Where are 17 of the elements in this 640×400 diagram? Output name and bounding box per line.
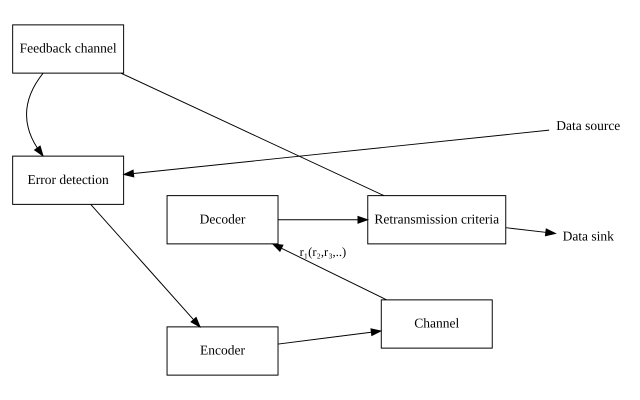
node-box: Feedback channel	[12, 24, 124, 74]
arrow	[278, 216, 370, 224]
node-box: Retransmission criteria	[367, 195, 506, 244]
node-box: Channel	[380, 299, 493, 349]
arrow	[122, 130, 550, 178]
edge-label: r₁(r₂,r₃,..)	[300, 244, 346, 259]
node-box: Encoder	[166, 326, 278, 376]
node-text: Data source	[556, 118, 620, 133]
arrow	[26, 72, 44, 158]
node-box: Decoder	[166, 195, 278, 244]
arrow	[505, 227, 557, 236]
arrow	[271, 243, 387, 300]
node-box: Error detection	[12, 156, 124, 205]
connector	[120, 72, 384, 196]
arrow	[90, 204, 201, 328]
arrow	[278, 328, 382, 345]
node-text: Data sink	[562, 228, 614, 244]
